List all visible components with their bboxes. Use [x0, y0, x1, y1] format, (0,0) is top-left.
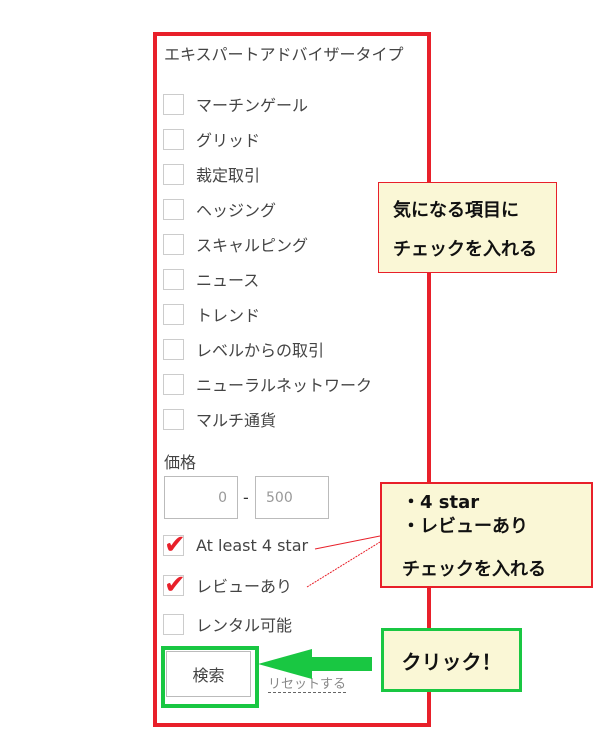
highlight-frame-green [161, 646, 259, 708]
ea-type-option-3[interactable]: ヘッジング [163, 197, 276, 221]
ea-type-option-1[interactable]: グリッド [163, 127, 260, 151]
pointer-line-1 [314, 535, 381, 550]
price-max-input[interactable]: 500 [255, 476, 329, 519]
ea-type-option-9[interactable]: マルチ通貨 [163, 407, 276, 431]
ea-type-heading: エキスパートアドバイザータイプ [164, 45, 404, 64]
price-label: 価格 [164, 453, 197, 472]
checkmark-icon: ✔ [164, 529, 186, 560]
pointer-line-2 [306, 541, 381, 588]
checkbox[interactable] [163, 373, 184, 395]
ea-type-option-2[interactable]: 裁定取引 [163, 162, 260, 186]
price-min-input[interactable]: 0 [164, 476, 238, 519]
note-star-review: ・4 star ・レビューあり チェックを入れる [380, 482, 593, 588]
note2-line2: ・レビューあり [402, 516, 528, 537]
filter-option-2[interactable]: レンタル可能 [163, 612, 292, 636]
note2-line1: ・4 star [402, 492, 480, 513]
checkbox[interactable]: ✔ [163, 569, 186, 600]
checkbox-label: ヘッジング [196, 201, 277, 220]
checkmark-icon: ✔ [164, 569, 186, 600]
ea-type-option-0[interactable]: マーチンゲール [163, 92, 308, 116]
checkbox-label: トレンド [196, 306, 261, 325]
checkbox-label: レンタル可能 [196, 616, 293, 635]
checkbox-label: レビューあり [196, 577, 293, 596]
search-button[interactable]: 検索 [166, 651, 251, 697]
ea-type-option-4[interactable]: スキャルピング [163, 232, 308, 256]
arrow-shaft [308, 657, 372, 671]
checkbox-label: スキャルピング [196, 236, 309, 255]
note2-line3: チェックを入れる [402, 559, 546, 580]
note1-line2: チェックを入れる [393, 239, 537, 260]
checkbox[interactable] [163, 408, 184, 430]
ea-type-option-8[interactable]: ニューラルネットワーク [163, 372, 372, 396]
checkbox[interactable] [163, 233, 184, 255]
checkbox-label: グリッド [196, 131, 261, 150]
checkbox[interactable]: ✔ [163, 529, 186, 560]
checkbox-label: マーチンゲール [196, 96, 309, 115]
checkbox[interactable] [163, 303, 184, 325]
note1-line1: 気になる項目に [393, 200, 519, 221]
price-dash: - [243, 488, 249, 507]
checkbox[interactable] [163, 163, 184, 185]
filter-option-1[interactable]: ✔ レビューあり [163, 569, 293, 600]
checkbox-label: ニュース [196, 271, 260, 290]
checkbox[interactable] [163, 93, 184, 115]
filter-option-0[interactable]: ✔ At least 4 star [163, 529, 309, 560]
ea-type-option-6[interactable]: トレンド [163, 302, 260, 326]
note-check-items: 気になる項目に チェックを入れる [378, 182, 557, 273]
checkbox[interactable] [163, 198, 184, 220]
checkbox-label: 裁定取引 [196, 166, 261, 185]
ea-type-option-5[interactable]: ニュース [163, 267, 259, 291]
checkbox-label: ニューラルネットワーク [196, 376, 373, 395]
note-click: クリック！ [381, 628, 522, 692]
checkbox-label: レベルからの取引 [196, 341, 325, 360]
checkbox[interactable] [163, 338, 184, 360]
checkbox-label: At least 4 star [196, 535, 309, 555]
checkbox[interactable] [163, 613, 184, 635]
ea-type-option-7[interactable]: レベルからの取引 [163, 337, 324, 361]
highlight-frame-red [153, 32, 431, 727]
checkbox[interactable] [163, 268, 184, 290]
reset-link[interactable]: リセットする [268, 673, 347, 693]
checkbox-label: マルチ通貨 [196, 411, 277, 430]
checkbox[interactable] [163, 128, 184, 150]
arrow-head-icon [258, 649, 312, 679]
